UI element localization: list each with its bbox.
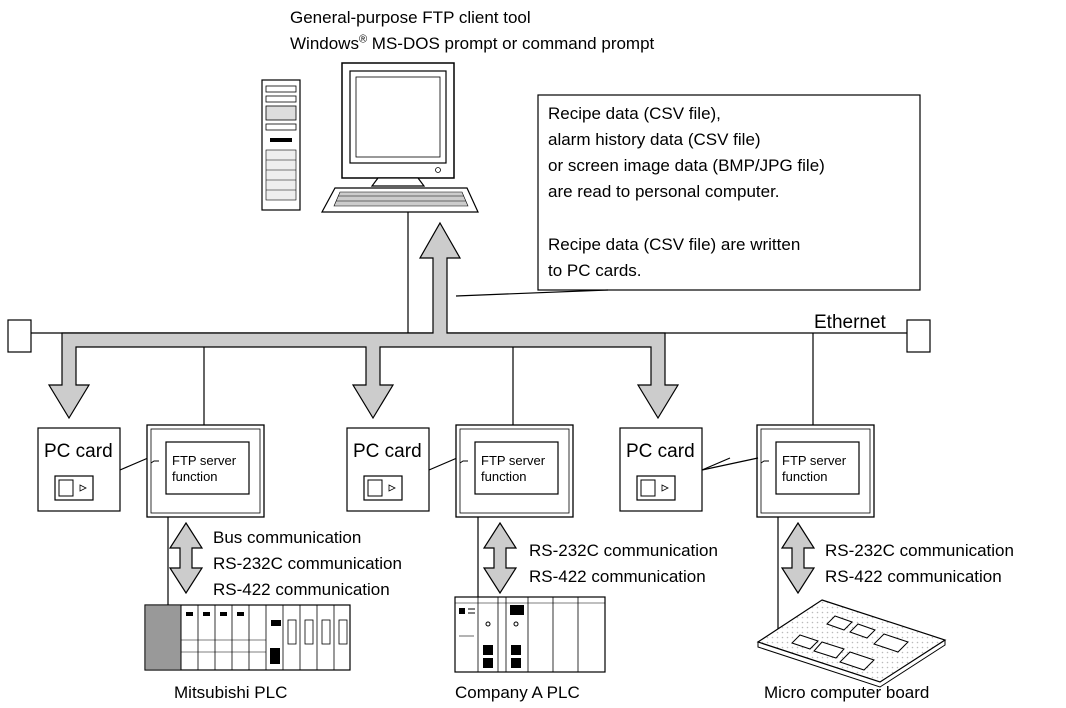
comm-line: Bus communication [213, 528, 362, 547]
serial-arrow-icon [482, 521, 518, 595]
serial-arrow-icon [780, 521, 816, 595]
ethernet-label: Ethernet [814, 312, 886, 333]
pc-card-label: PC card [626, 441, 695, 462]
comm-line: RS-422 communication [529, 567, 706, 586]
mitsubishi-plc-icon [144, 604, 351, 671]
pc-os-caption: Windows® MS-DOS prompt or command prompt [290, 33, 655, 53]
comm-line: RS-422 communication [825, 567, 1002, 586]
ftp-server-label: FTP server function [782, 453, 847, 484]
device-label: Mitsubishi PLC [174, 683, 288, 702]
comm-line: RS-232C communication [825, 541, 1014, 560]
pc-card-label: PC card [44, 441, 113, 462]
keyboard-icon [320, 187, 479, 213]
tower-pc-icon [261, 79, 301, 211]
device-label: Micro computer board [764, 683, 930, 702]
pc-card-label: PC card [353, 441, 422, 462]
serial-arrow-icon [168, 521, 204, 595]
comm-line: RS-232C communication [213, 554, 402, 573]
data-flow-arrow [47, 221, 680, 420]
ftp-server-label: FTP server function [172, 453, 237, 484]
company-a-plc-icon [454, 596, 606, 673]
comm-line: RS-422 communication [213, 580, 390, 599]
callout-box [537, 94, 921, 291]
micro-computer-board-icon [756, 599, 947, 688]
device-label: Company A PLC [455, 683, 580, 702]
ftp-server-label: FTP server function [481, 453, 546, 484]
callout-pointer [455, 289, 609, 297]
comm-line: RS-232C communication [529, 541, 718, 560]
pc-client-caption: General-purpose FTP client tool [290, 8, 531, 27]
monitor-icon [341, 62, 455, 187]
